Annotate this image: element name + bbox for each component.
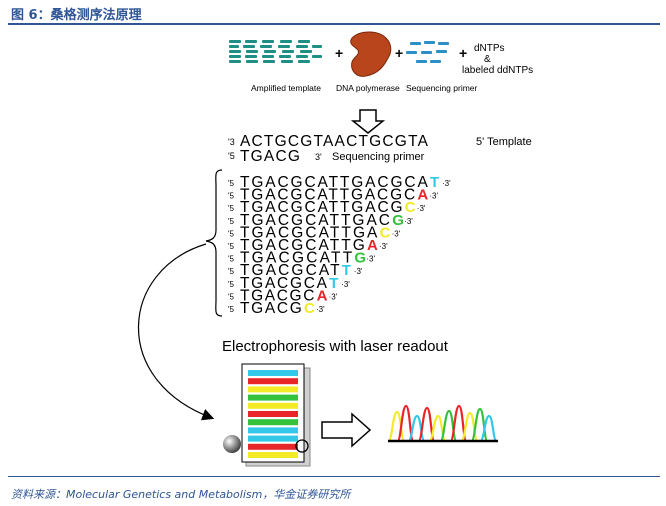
readout-right-arrow [321,412,372,448]
gel-band [248,435,298,442]
fragment-5prime: '5 [228,217,235,226]
fragment-3prime: ·3' [329,292,338,301]
primer-5prime: '5 [228,151,235,161]
template-3prime: '3 [228,137,235,147]
terminal-ddntp-base: G [354,250,366,267]
terminal-ddntp-base: A [417,187,428,204]
fragment-5prime: '5 [228,280,235,289]
laser-source-icon [223,435,241,453]
template-label-end: 5' Template [476,136,532,148]
title-divider [8,23,660,25]
fragment-sequence: TGACGCAT [240,262,341,279]
gel-band [248,370,298,376]
fragment-5prime: '5 [228,242,235,251]
chromatogram [387,404,498,443]
fragment-5prime: '5 [228,255,235,264]
fragment-5prime: '5 [228,179,235,188]
fragment-3prime: ·3' [341,280,350,289]
fragment-sequence: TGACGCATTGA [240,224,379,241]
fragment-3prime: ·3' [392,229,401,238]
fragment-sequence: TGACGC [240,287,316,304]
curved-arrow [137,243,215,421]
gel-lane [241,363,311,467]
fragment-sequence: TGACGCATTGACG [240,199,404,216]
primer-strand-label: Sequencing primer [332,151,425,163]
primer-sequence: TGACG [240,148,301,165]
plus-sign-3: + [459,45,467,61]
gel-band [248,452,298,458]
process-down-arrow [350,109,386,134]
ddntp-label: labeled ddNTPs [462,65,533,76]
primer-3prime: 3' [315,152,322,162]
fragment-sequence: TGACGCA [240,275,328,292]
amplified-template-icon [229,40,322,63]
fragment-3prime: ·3' [417,204,426,213]
fragment-5prime: '5 [228,305,235,314]
primer-label: Sequencing primer [406,83,478,93]
gel-band [248,394,298,401]
fragment-3prime: ·3' [366,255,375,264]
terminal-ddntp-base: T [430,174,439,191]
fragment-3prime: ·3' [429,192,438,201]
fragment-sequence: TGACGCATT [240,250,353,267]
fragment-sequence: TGACGCATTG [240,237,366,254]
figure-title: 图 6：桑格测序法原理 [11,8,142,23]
primer-icon [406,41,449,63]
fragment-5prime: '5 [228,267,235,276]
fragment-sequence: TGACGCATTGAC [240,212,391,229]
gel-band [248,378,298,385]
plus-sign-1: + [335,45,343,61]
fragment-5prime: '5 [228,229,235,238]
terminal-ddntp-base: A [367,237,378,254]
terminal-ddntp-base: T [329,275,338,292]
polymerase-label: DNA polymerase [336,83,400,93]
fragment-sequence: TGACGCATTGACGC [240,187,416,204]
gel-band [248,386,298,393]
fragment-3prime: ·3' [379,242,388,251]
plus-sign-2: + [395,45,403,61]
ampersand-label: & [484,54,491,65]
terminal-ddntp-base: C [304,300,315,317]
detector-icon [295,439,309,453]
terminal-ddntp-base: G [392,212,404,229]
source-note: 资料来源：Molecular Genetics and Metabolism，华… [11,488,351,501]
fragment-3prime: ·3' [442,179,451,188]
terminal-ddntp-base: T [342,262,351,279]
fragment-5prime: '5 [228,204,235,213]
fragment-brace [205,169,223,317]
gel-band [248,419,298,426]
gel-band [248,427,298,434]
fragment-5prime: '5 [228,292,235,301]
fragment-5prime: '5 [228,192,235,201]
dntp-label: dNTPs [474,43,505,54]
fragment-sequence: TGACGCATTGACGCA [240,174,429,191]
terminal-ddntp-base: C [380,224,391,241]
gel-band [248,411,298,417]
gel-band [248,443,298,450]
electrophoresis-label: Electrophoresis with laser readout [222,338,449,355]
dna-polymerase-icon [350,31,392,77]
terminal-ddntp-base: A [317,287,328,304]
fragment-3prime: ·3' [404,217,413,226]
fragment-3prime: ·3' [354,267,363,276]
fragment-sequence: TGACG [240,300,303,317]
template-label: Amplified template [251,83,321,93]
fragment-3prime: ·3' [316,305,325,314]
template-sequence: ACTGCGTAACTGCGTA [240,133,429,150]
footer-divider [8,476,660,477]
terminal-ddntp-base: C [405,199,416,216]
gel-band [248,402,298,409]
